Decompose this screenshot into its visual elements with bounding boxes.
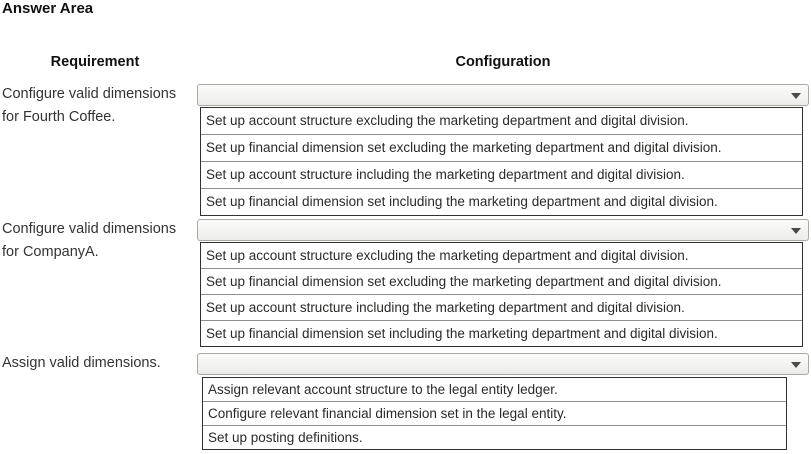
options-list-companya: Set up account structure excluding the m…: [200, 242, 803, 347]
requirement-label-assign-dimensions: Assign valid dimensions.: [2, 355, 161, 371]
option-row[interactable]: Set up account structure excluding the m…: [206, 248, 689, 263]
column-header-configuration: Configuration: [455, 54, 551, 70]
options-list-assign-dimensions: Assign relevant account structure to the…: [202, 377, 787, 450]
option-row[interactable]: Set up financial dimension set excluding…: [201, 134, 802, 161]
option-row[interactable]: Set up financial dimension set including…: [201, 188, 802, 215]
option-row[interactable]: Set up account structure including the m…: [201, 161, 802, 188]
config-dropdown-fourth-coffee[interactable]: [197, 84, 809, 106]
dropdown-arrow-icon[interactable]: [791, 93, 801, 99]
dropdown-arrow-icon[interactable]: [791, 228, 801, 234]
column-header-requirement: Requirement: [50, 54, 140, 70]
config-dropdown-companya[interactable]: [197, 219, 809, 241]
config-dropdown-assign-dimensions[interactable]: [197, 353, 809, 375]
option-row[interactable]: Set up financial dimension set including…: [201, 320, 802, 346]
requirement-label-companya: Configure valid dimensions for CompanyA.: [2, 221, 177, 260]
answer-area-title: Answer Area: [2, 0, 94, 17]
option-row[interactable]: Assign relevant account structure to the…: [208, 382, 558, 397]
options-list-fourth-coffee: Set up account structure excluding the m…: [200, 107, 803, 216]
option-row[interactable]: Set up account structure excluding the m…: [206, 113, 689, 128]
option-row[interactable]: Set up account structure including the m…: [201, 294, 802, 320]
option-row[interactable]: Set up financial dimension set excluding…: [201, 268, 802, 294]
requirement-label-fourth-coffee: Configure valid dimensions for Fourth Co…: [2, 86, 177, 125]
dropdown-arrow-icon[interactable]: [791, 362, 801, 368]
option-row[interactable]: Set up posting definitions.: [203, 425, 786, 449]
option-row[interactable]: Configure relevant financial dimension s…: [203, 401, 786, 425]
